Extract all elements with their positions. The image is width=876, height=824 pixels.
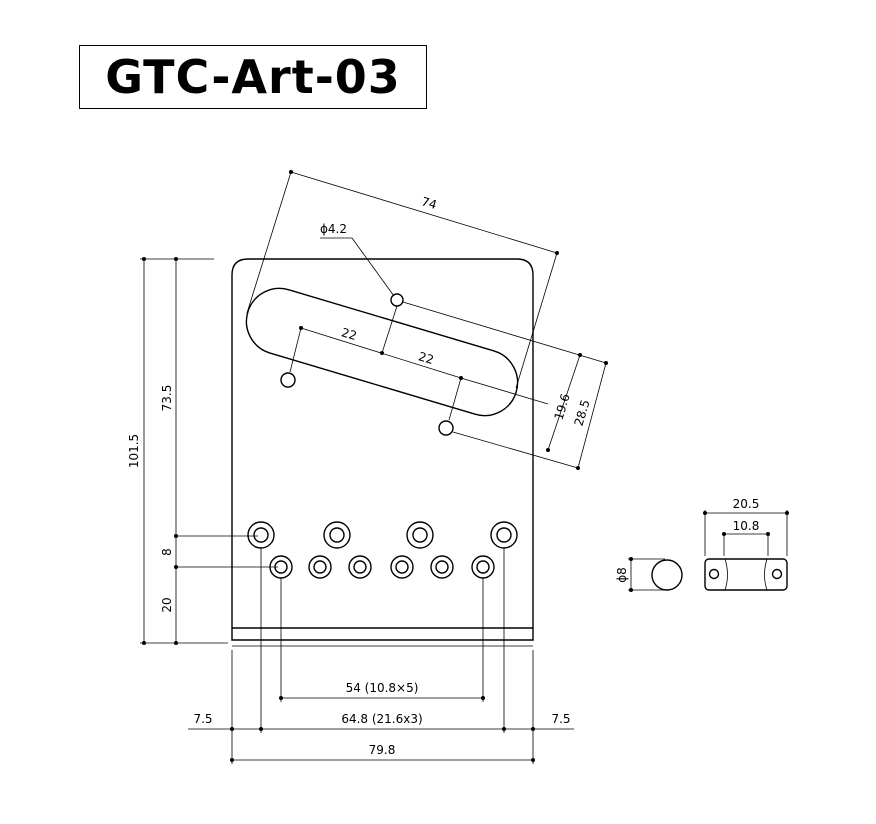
dim-slot-length: 74 — [246, 170, 559, 389]
lower-hole-row — [269, 555, 495, 579]
bridge-plate-outline — [231, 258, 534, 641]
dim-pitch: 22 22 — [289, 305, 463, 421]
mount-hole-center — [390, 293, 404, 307]
svg-text:19.6: 19.6 — [552, 392, 573, 422]
svg-text:54 (10.8×5): 54 (10.8×5) — [346, 681, 419, 695]
title-box: GTC-Art-03 — [79, 45, 427, 109]
svg-text:ϕ8: ϕ8 — [615, 567, 629, 583]
page-title: GTC-Art-03 — [105, 50, 401, 104]
dim-vertical: 101.5 73.5 8 20 — [127, 257, 278, 645]
svg-text:8: 8 — [160, 548, 174, 556]
svg-text:101.5: 101.5 — [127, 434, 141, 468]
svg-text:74: 74 — [420, 194, 439, 212]
upper-hole-row — [247, 521, 518, 549]
saddle-side-view: 20.5 10.8 — [703, 497, 789, 591]
svg-text:22: 22 — [340, 325, 359, 343]
svg-text:79.8: 79.8 — [369, 743, 396, 757]
dim-horizontal: 54 (10.8×5) 64.8 (21.6x3) 7.5 7.5 79.8 — [188, 548, 574, 764]
svg-text:7.5: 7.5 — [551, 712, 570, 726]
svg-text:ϕ4.2: ϕ4.2 — [320, 222, 347, 236]
svg-text:20.5: 20.5 — [733, 497, 760, 511]
pickup-slot — [245, 287, 519, 417]
svg-text:22: 22 — [417, 349, 436, 367]
svg-text:7.5: 7.5 — [193, 712, 212, 726]
svg-text:64.8 (21.6x3): 64.8 (21.6x3) — [341, 712, 422, 726]
mount-hole-right — [438, 420, 454, 436]
saddle-end-view: ϕ8 — [615, 557, 683, 592]
dim-offsets: 19.6 28.5 — [402, 301, 608, 470]
svg-text:20: 20 — [160, 597, 174, 612]
mount-hole-left — [280, 372, 296, 388]
svg-text:10.8: 10.8 — [733, 519, 760, 533]
dim-hole-diameter: ϕ4.2 — [320, 222, 395, 297]
svg-text:73.5: 73.5 — [160, 385, 174, 412]
